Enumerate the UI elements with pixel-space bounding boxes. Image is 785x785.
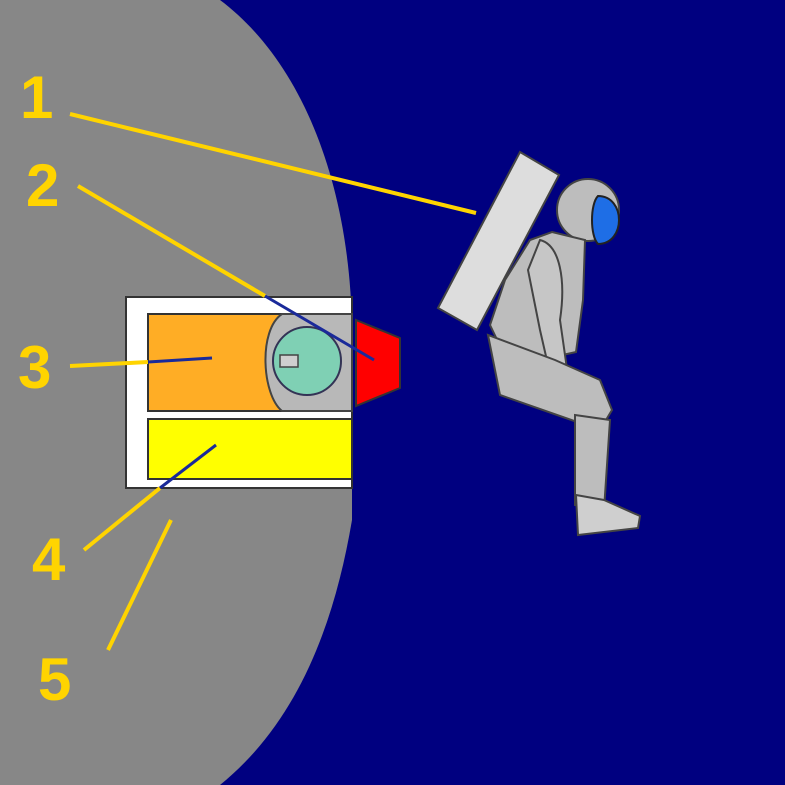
callout-2: 2 [26,152,59,219]
yellow-compartment [147,418,353,480]
astronaut-thigh [486,333,614,432]
red-nozzle [355,318,401,408]
capsule-sphere [272,326,342,396]
leader-line-1 [69,112,477,215]
astronaut-boot [574,493,642,537]
capsule-hatch [279,354,299,368]
callout-3: 3 [18,334,51,401]
astronaut-figure [436,150,642,537]
callout-5: 5 [38,646,71,713]
inner-leader-lines [147,294,375,490]
inner-leader-4 [159,443,217,490]
callout-4: 4 [32,526,66,593]
leader-line-3 [69,360,149,368]
inner-leader-2 [264,294,375,362]
leader-line-4 [82,486,162,552]
backpack-icon [436,150,561,332]
visor [591,194,620,246]
leader-line-2 [76,184,267,298]
leader-lines [69,112,477,651]
leader-line-5 [106,519,173,651]
container-module [125,296,353,489]
callout-1: 1 [20,64,53,131]
inner-leader-3 [147,356,213,364]
